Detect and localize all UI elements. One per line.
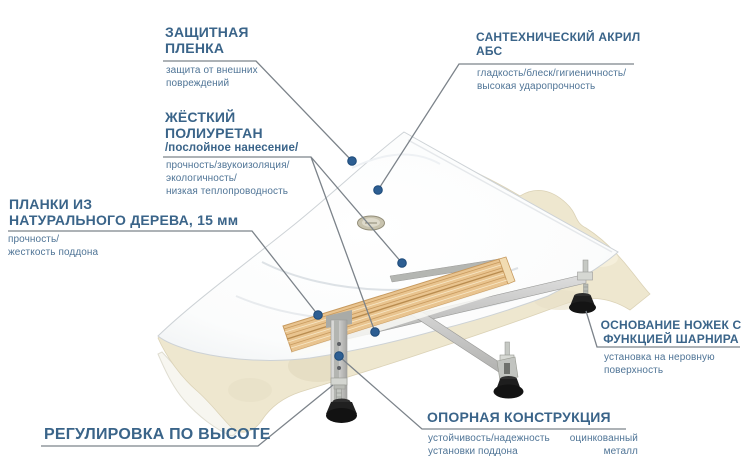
planks-desc-line2: жесткость поддона [8,246,99,258]
film-title-line1: ЗАЩИТНАЯ [165,24,249,40]
planks-title-line1: ПЛАНКИ ИЗ [9,196,93,212]
hinge-feet-desc: установка на неровную поверхность [604,352,715,378]
hinge-feet-desc-line2: поверхность [604,364,664,376]
frame-leg-left [326,310,357,423]
adjuster-washer [333,384,346,390]
leader-height-adjust [41,384,334,447]
leader-polyurethane [163,156,403,333]
polyurethane-title-line2: ПОЛИУРЕТАН [165,124,263,141]
frame-leg-right [569,259,596,314]
polyurethane-desc-line3: низкая теплопроводность [166,185,289,197]
leader-planks [8,230,319,316]
callout-dot-polyurethane-lower [370,327,380,337]
support-note-line2: металл [603,445,638,457]
leg-hole [337,342,341,346]
adjustable-foot-right [569,293,596,314]
callout-dot-planks [313,310,323,320]
callout-acrylic: САНТЕХНИЧЕСКИЙ АКРИЛ АБС [476,30,641,58]
adjuster-nut [330,377,348,386]
callout-support: ОПОРНАЯ КОНСТРУКЦИЯ [427,409,611,426]
callout-height-adjust: РЕГУЛИРОВКА ПО ВЫСОТЕ [44,426,271,444]
planks-desc-line1: прочность/ [8,234,60,245]
plank-stripes [283,261,508,349]
acrylic-desc-line2: высокая ударопрочность [477,80,596,92]
leader-film [163,60,353,162]
basin-contour [351,153,441,169]
drain [357,215,385,231]
polyurethane-desc: прочность/звукоизоляция/ экологичность/ … [166,160,289,198]
support-desc: устойчивость/надежность установки поддон… [428,433,550,459]
callout-polyurethane: ЖЁСТКИЙ ПОЛИУРЕТАН /послойное нанесение/ [165,109,299,154]
callout-dot-support [334,351,344,361]
frame-leg-middle [493,341,524,399]
callout-dot-polyurethane-upper [397,258,407,268]
support-note: оцинкованный металл [540,433,638,459]
leg-slot [504,363,510,374]
hinge-feet-title-line2: ФУНКЦИЕЙ ШАРНИРА [603,331,739,346]
support-desc-line1: устойчивость/надежность [428,433,550,444]
support-title: ОПОРНАЯ КОНСТРУКЦИЯ [427,409,611,425]
plank-end-cap [498,256,516,285]
film-desc-line2: повреждений [166,77,230,89]
acrylic-title-line2: АБС [476,43,503,58]
leader-support [340,357,626,430]
polyurethane-desc-line2: экологичность/ [166,172,237,184]
acrylic-title-line1: САНТЕХНИЧЕСКИЙ АКРИЛ [476,30,641,44]
film-title-line2: ПЛЕНКА [165,39,225,56]
support-note-line1: оцинкованный [569,433,638,444]
leg-hole [337,366,341,370]
support-desc-line2: установки поддона [428,445,518,457]
polyurethane-title-line1: ЖЁСТКИЙ [165,109,236,125]
adjustable-foot-middle [493,376,524,399]
hinge-feet-title-line1: ОСНОВАНИЕ НОЖЕК С [600,318,742,332]
foam-texture-spot [228,378,272,402]
adjuster-nut [577,271,593,281]
height-adjust-title: РЕГУЛИРОВКА ПО ВЫСОТЕ [44,426,271,443]
callout-dot-acrylic [373,185,383,195]
leader-acrylic [377,63,634,191]
film-desc: защита от внешних повреждений [166,65,258,91]
acrylic-desc-line1: гладкость/блеск/гигиеничность/ [477,68,627,79]
rim-highlight [407,139,613,253]
planks-desc: прочность/ жесткость поддона [8,234,98,260]
film-desc-line1: защита от внешних [166,65,258,76]
callout-hinge-feet: ОСНОВАНИЕ НОЖЕК С ФУНКЦИЕЙ ШАРНИРА [599,318,743,346]
callout-film: ЗАЩИТНАЯ ПЛЕНКА [165,24,249,57]
callout-dot-film [347,156,357,166]
leader-hinge-feet [585,310,740,348]
planks-title-line2: НАТУРАЛЬНОГО ДЕРЕВА, 15 мм [9,211,239,228]
hinge-feet-desc-line1: установка на неровную [604,352,715,363]
adjustable-foot-left [326,398,357,423]
polyurethane-title-line3: /послойное нанесение/ [165,141,299,154]
acrylic-desc: гладкость/блеск/гигиеничность/ высокая у… [477,68,626,94]
polyurethane-desc-line1: прочность/звукоизоляция/ [166,160,290,171]
callout-planks: ПЛАНКИ ИЗ НАТУРАЛЬНОГО ДЕРЕВА, 15 мм [9,196,239,229]
